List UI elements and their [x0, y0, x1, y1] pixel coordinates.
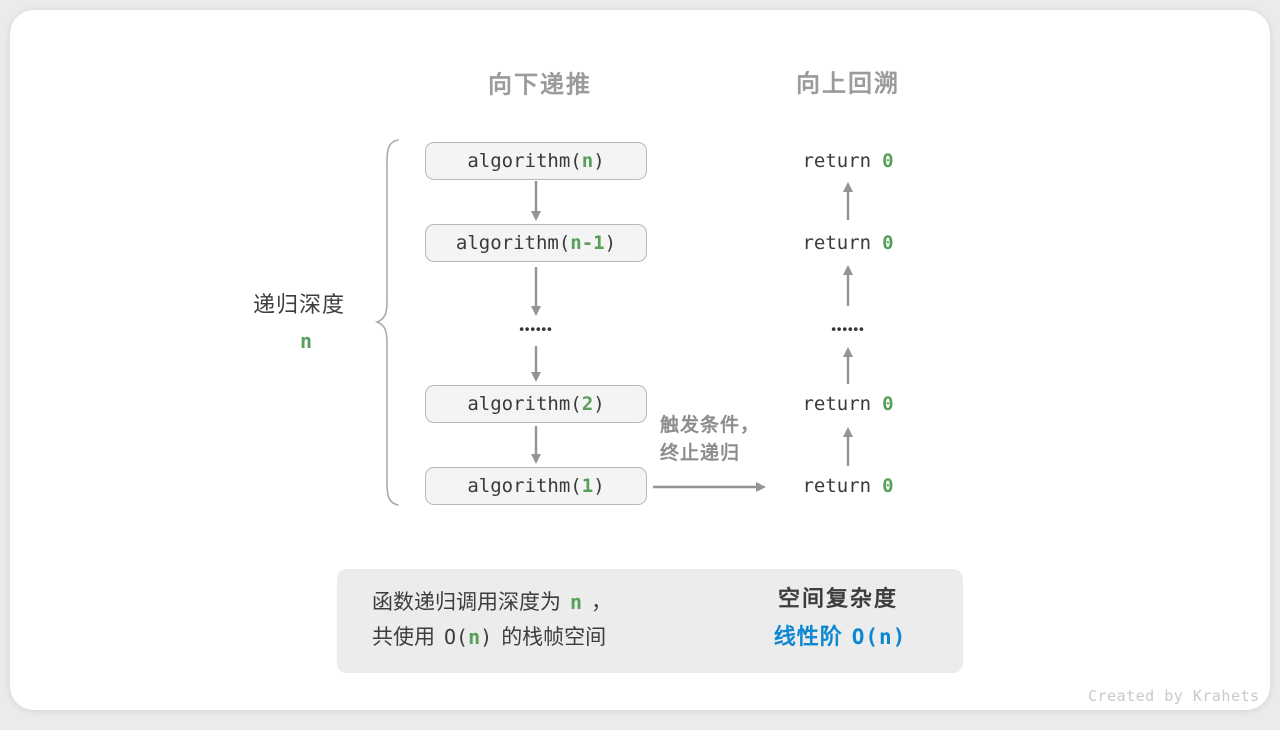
return-keyword: return	[802, 393, 872, 415]
trigger-note: 触发条件， 终止递归	[660, 412, 760, 468]
call-box-text: )	[593, 475, 605, 497]
summary-left-line1: 函数递归调用深度为 n ，	[372, 586, 612, 616]
call-box-text: algorithm(	[467, 475, 582, 497]
call-box-arg: 2	[581, 393, 594, 415]
summary-arg-n: n	[570, 590, 583, 614]
summary-text: ，	[591, 591, 613, 614]
summary-text: 的栈帧空间	[501, 626, 607, 649]
return-row: return 0	[802, 475, 893, 497]
call-box-text: algorithm(	[455, 232, 571, 254]
space-complexity-title: 空间复杂度	[777, 586, 899, 611]
header-upward-backtracking: 向上回溯	[796, 70, 900, 98]
summary-left-line2: 共使用 O(n) 的栈帧空间	[372, 621, 606, 651]
return-keyword: return	[802, 232, 872, 254]
complexity-order-label: 线性阶	[773, 624, 843, 649]
header-downward-recursion: 向下递推	[488, 71, 592, 99]
call-box-algorithm-n: algorithm(n)	[425, 142, 647, 180]
depth-brace	[374, 139, 399, 506]
return-keyword: return	[802, 475, 872, 497]
call-box-arg: n	[581, 150, 594, 172]
trigger-note-line1: 触发条件，	[660, 415, 761, 436]
call-box-algorithm-2: algorithm(2)	[425, 385, 647, 423]
big-o-close: )	[480, 625, 493, 649]
trigger-note-line2: 终止递归	[660, 443, 741, 464]
stack-ellipsis: ••••••	[519, 321, 553, 337]
return-row: return 0	[802, 150, 893, 172]
call-box-text: algorithm(	[467, 393, 582, 415]
return-ellipsis: ••••••	[831, 321, 865, 337]
return-value: 0	[882, 232, 894, 254]
big-o-notation: O(n)	[851, 625, 907, 649]
summary-text: 共使用	[372, 626, 435, 649]
space-complexity-result: 线性阶 O(n)	[774, 619, 907, 651]
summary-arg-n: n	[468, 625, 481, 649]
big-o-open: O(	[444, 625, 469, 649]
call-box-algorithm-n-1: algorithm(n-1)	[425, 224, 647, 262]
diagram-card: 向下递推 向上回溯 递归深度 n algorithm(n) algorithm(…	[10, 10, 1270, 710]
recursion-depth-label: 递归深度	[252, 292, 346, 317]
call-box-text: )	[593, 150, 605, 172]
summary-text: 函数递归调用深度为	[372, 591, 561, 614]
summary-box	[337, 569, 963, 673]
return-value: 0	[882, 475, 894, 497]
return-row: return 0	[802, 232, 893, 254]
call-box-arg: 1	[581, 475, 594, 497]
return-keyword: return	[802, 150, 872, 172]
call-box-arg: n-1	[570, 232, 605, 254]
return-value: 0	[882, 393, 894, 415]
call-box-text: )	[604, 232, 617, 254]
call-box-algorithm-1: algorithm(1)	[425, 467, 647, 505]
call-box-text: algorithm(	[467, 150, 582, 172]
call-box-text: )	[593, 393, 605, 415]
credit-text: Created by Krahets	[1088, 687, 1260, 705]
return-value: 0	[882, 150, 894, 172]
return-row: return 0	[802, 393, 893, 415]
recursion-depth-value: n	[299, 329, 313, 353]
